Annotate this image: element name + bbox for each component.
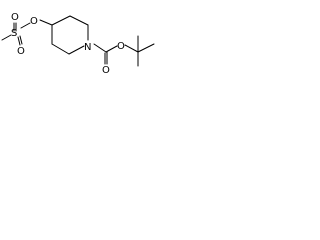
bond-s-o-link: [20, 22, 31, 29]
bond-n-carbonyl: [93, 43, 107, 53]
bond-ring-5: [51, 43, 70, 55]
bond-o-c4: [39, 19, 53, 26]
atom-sulfur: S: [11, 28, 17, 39]
bond-methyl-s: [1, 34, 12, 41]
atom-oxygen-sulfonyl-bottom: O: [17, 46, 25, 57]
atom-oxygen-ester-link: O: [30, 16, 38, 27]
bond-s-o-bottom-b: [17, 36, 21, 46]
bond-c-o-ester: [105, 45, 118, 53]
atom-oxygen-carbonyl: O: [102, 65, 110, 76]
molecule-svg: S O O O N O O: [1, 12, 155, 76]
atom-oxygen-sulfonyl-top: O: [11, 12, 19, 23]
atom-nitrogen-ring: N: [84, 42, 91, 53]
atom-oxygen-ester-tbu: O: [117, 41, 125, 52]
bond-ring-2: [69, 15, 89, 26]
bond-s-o-bottom-a: [19, 35, 23, 45]
bond-ring-1: [51, 15, 71, 26]
bond-o-tbu: [124, 44, 139, 53]
structure-diagram: S O O O N O O: [0, 0, 156, 81]
bond-ring-6: [68, 45, 85, 55]
bond-tbu-methyl-right: [137, 43, 155, 53]
